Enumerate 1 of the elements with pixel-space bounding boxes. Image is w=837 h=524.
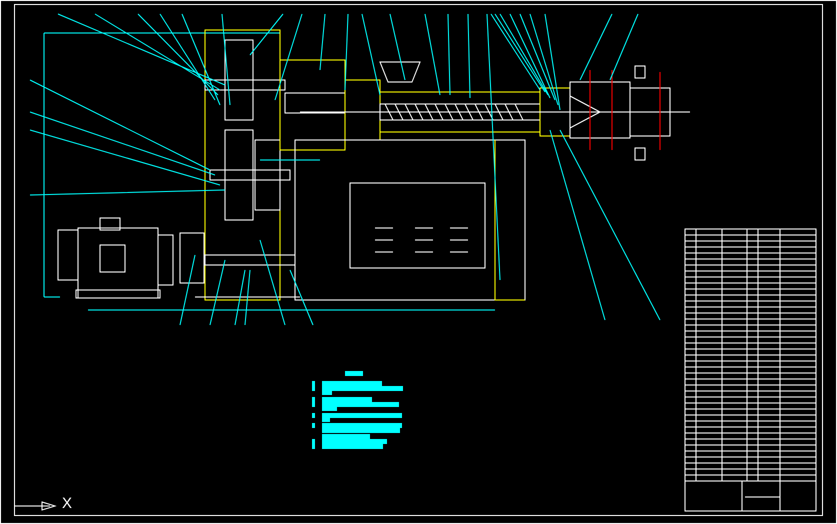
axis-label: X bbox=[62, 496, 72, 512]
